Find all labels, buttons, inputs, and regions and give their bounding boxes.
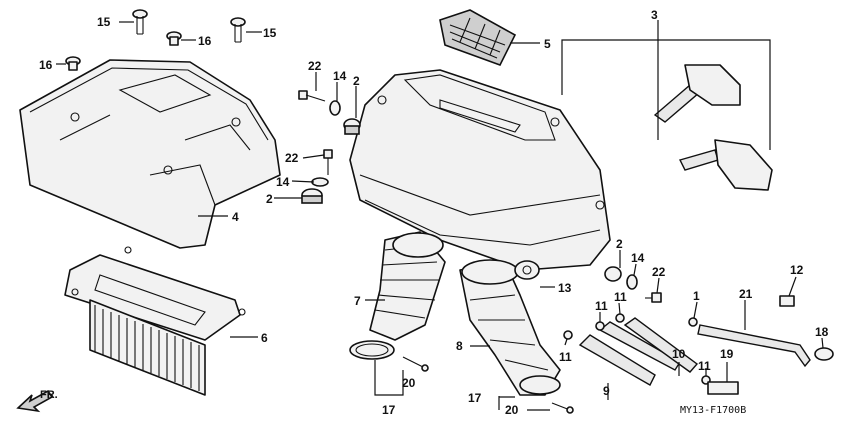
callout-2-top: 2: [353, 74, 360, 88]
fitting-12: [779, 295, 795, 307]
callout-9: 9: [603, 384, 610, 398]
callout-10: 10: [672, 347, 686, 361]
clip-11-a: [563, 330, 573, 340]
fitting-19: [707, 381, 739, 395]
screw-15-right: [230, 17, 246, 43]
fitting-18: [814, 347, 834, 361]
washer-14-mid: [311, 177, 329, 187]
callout-2-right: 2: [616, 237, 623, 251]
callout-16-top: 16: [198, 34, 212, 48]
grommet-2-right: [604, 266, 622, 282]
callout-11-b: 11: [614, 290, 627, 304]
callout-20-left: 20: [402, 376, 416, 390]
air-cleaner-case: [349, 69, 611, 271]
air-filter-element: [64, 246, 246, 396]
washer-14-right: [626, 274, 638, 290]
hose-10: [623, 317, 699, 373]
clip-11-c: [615, 313, 625, 323]
callout-5: 5: [544, 37, 551, 51]
callout-11-a: 11: [595, 299, 608, 313]
callout-12: 12: [790, 263, 804, 277]
callout-3: 3: [651, 8, 658, 22]
callout-16-left: 16: [39, 58, 53, 72]
diagram-code: MY13-F1700B: [680, 405, 746, 416]
grommet-2-top: [343, 118, 361, 135]
callout-17-right: 17: [468, 391, 482, 405]
callout-6: 6: [261, 331, 268, 345]
breather-tube-lower: [678, 139, 773, 191]
bolt-22-top: [298, 90, 326, 102]
callout-20-right: 20: [505, 403, 519, 417]
callout-14-top: 14: [333, 69, 347, 83]
callout-7: 7: [354, 294, 361, 308]
callout-2-mid: 2: [266, 192, 273, 206]
callout-22-top: 22: [308, 59, 322, 73]
callout-8: 8: [456, 339, 463, 353]
breather-tube-upper: [653, 64, 741, 123]
washer-14-top: [329, 100, 341, 116]
intake-funnel-8: [459, 259, 561, 396]
callout-11-d: 11: [698, 359, 711, 373]
callout-19: 19: [720, 347, 734, 361]
front-direction-arrow-icon: [16, 389, 54, 413]
bolt-16-top: [166, 31, 182, 46]
callout-1: 1: [693, 289, 700, 303]
bolt-22-right: [645, 292, 662, 303]
callout-22-right: 22: [652, 265, 666, 279]
front-direction-label: FR.: [40, 389, 58, 401]
callout-11-c: 11: [559, 350, 572, 364]
case-lid: [439, 9, 517, 66]
clip-11-b: [595, 321, 605, 331]
callout-22-mid: 22: [285, 151, 299, 165]
bolt-20-right: [551, 402, 574, 414]
bolt-22-mid: [323, 149, 333, 175]
grommet-2-mid: [301, 188, 323, 204]
callout-21: 21: [739, 287, 753, 301]
clamp-17-ring: [349, 340, 395, 360]
joint-13: [514, 260, 540, 280]
clip-1: [688, 317, 698, 327]
callout-18: 18: [815, 325, 829, 339]
callout-15-left: 15: [97, 15, 111, 29]
bolt-20-left: [402, 356, 429, 372]
hose-21: [697, 324, 811, 368]
screw-15-left: [132, 9, 148, 35]
callout-13: 13: [558, 281, 572, 295]
air-cleaner-cover: [19, 59, 281, 249]
callout-14-mid: 14: [276, 175, 290, 189]
callout-17-left: 17: [382, 403, 396, 417]
callout-4: 4: [232, 210, 239, 224]
leader-lines: [56, 20, 824, 411]
callout-14-right: 14: [631, 251, 645, 265]
callout-15-right: 15: [263, 26, 277, 40]
intake-funnel-7: [369, 231, 446, 341]
bolt-16-left: [65, 56, 81, 71]
